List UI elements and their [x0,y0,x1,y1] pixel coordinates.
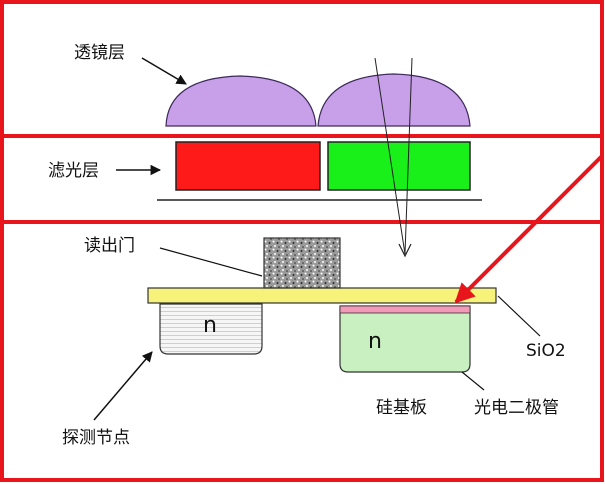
photodiode-label-leader [461,371,485,391]
sio2-label-leader [497,295,541,337]
oblique-light-ray [454,154,604,304]
light-ray-left [374,57,406,255]
photodiode-n-label: n [368,329,382,354]
photodiode-label: 光电二极管 [474,398,559,418]
sense-node-region [159,303,263,355]
readout-gate [263,237,341,289]
filter-layer-label: 滤光层 [48,161,99,181]
photodiode-region [339,305,471,373]
microlens-right [317,73,471,127]
device-layer-frame [0,220,604,482]
sio2-label: SiO2 [526,341,566,361]
sense-node-label: 探测节点 [62,428,130,448]
focus-arrowhead [398,243,412,258]
substrate-label: 硅基板 [376,398,427,418]
sense-node-label-arrow [93,351,153,421]
red-filter [175,141,321,191]
sense-node-n-label: n [203,313,217,338]
lens-label-arrow [141,57,187,85]
photodiode-surface [339,305,471,314]
gate-label-leader [159,247,263,277]
sio2-layer [147,287,497,304]
readout-gate-label: 读出门 [84,236,135,256]
lens-layer-label: 透镜层 [74,43,125,63]
green-filter [327,141,471,191]
microlens-left [165,75,317,127]
light-ray-right [404,57,413,255]
